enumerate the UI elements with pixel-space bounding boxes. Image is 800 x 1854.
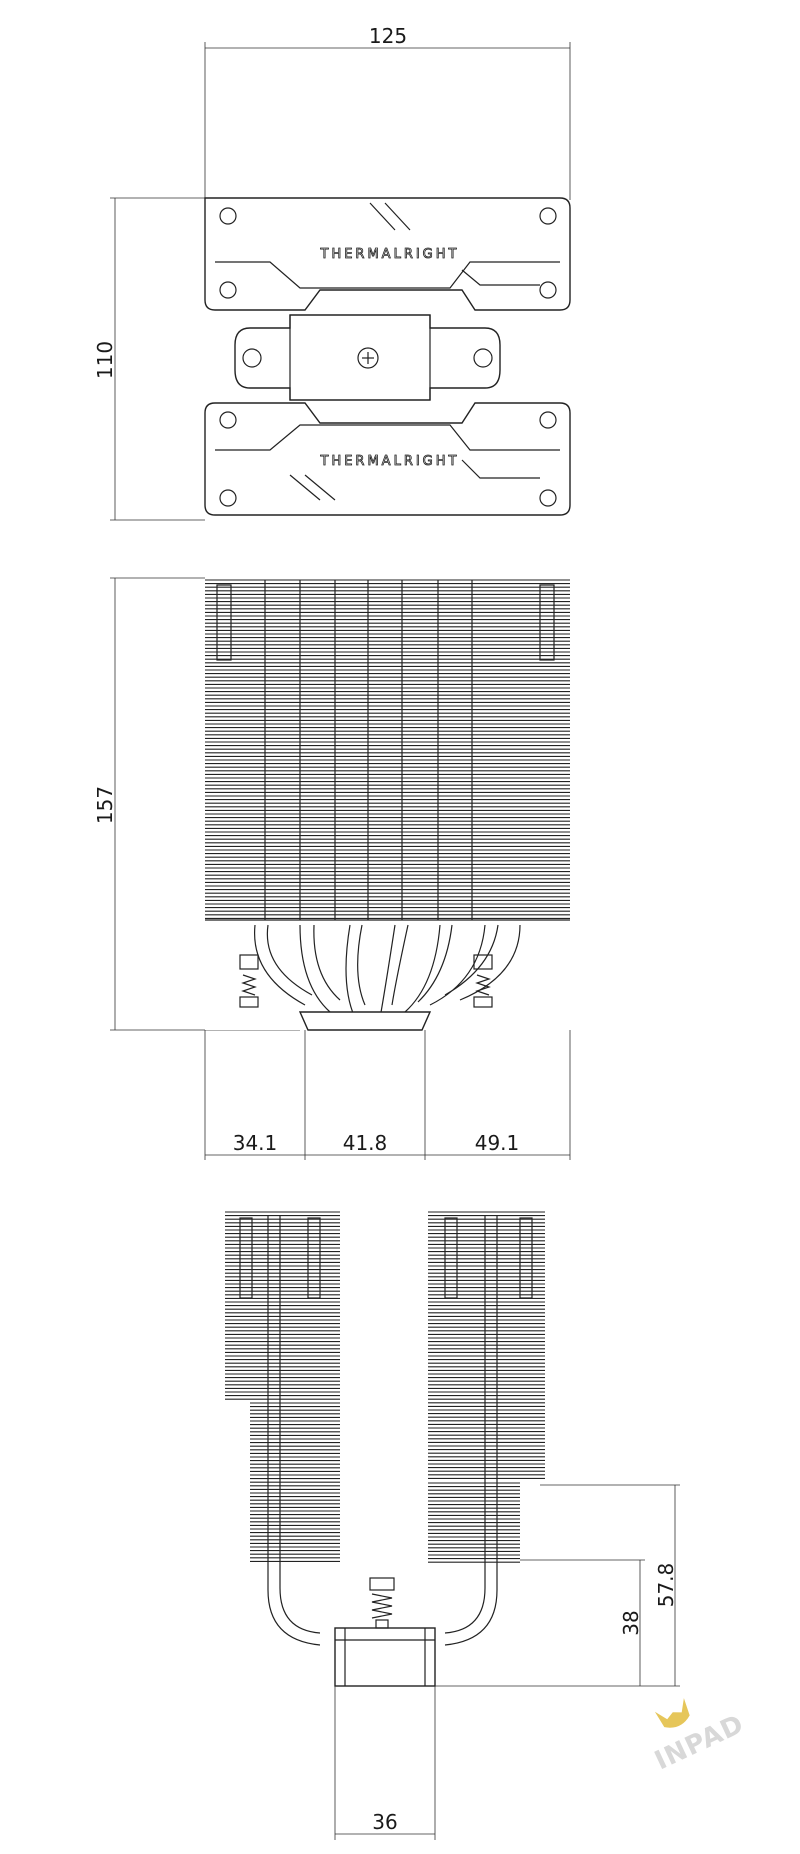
base-width-dimension: 36 [334,1686,436,1840]
front-heatpipe-bends [205,919,570,1031]
clearance-dimensions: 57.8 38 [435,1484,680,1687]
offset-right-label: 49.1 [475,1131,520,1155]
depth-dimension: 110 [93,197,205,521]
depth-dimension-label: 110 [93,341,117,379]
brand-lower-label: THERMALRIGHT [320,454,460,469]
lower-fin-plate: THERMALRIGHT [204,402,571,516]
right-pipe-bend [444,1565,498,1646]
watermark-logo: INPAD [650,1698,749,1776]
width-dimension-label: 125 [369,24,407,48]
mounting-bar [234,314,501,401]
width-dimension: 125 [204,24,571,200]
upper-fin-plate: THERMALRIGHT [204,197,571,311]
offset-left-label: 34.1 [233,1131,278,1155]
right-spring-screw [473,954,493,1008]
height-dimension-label: 157 [93,786,117,824]
base-width-label: 36 [372,1810,397,1834]
clearance-total-label: 57.8 [654,1563,678,1608]
brand-upper-label: THERMALRIGHT [320,247,460,262]
base-screw-icon [369,1577,395,1591]
side-base-block [334,1577,436,1687]
top-view: 125 110 THERMALRIGHT [93,24,571,521]
clearance-lower-label: 38 [619,1610,643,1635]
left-spring-screw [239,954,259,1008]
front-fin-stack [205,579,570,919]
side-pipes [239,1215,533,1565]
offset-dimensions: 34.1 41.8 49.1 [204,1030,571,1160]
screw-icon [357,347,379,369]
side-fin-stack-left [225,1211,340,1562]
side-fin-stack-right [428,1211,545,1563]
side-view: 57.8 38 36 [225,1211,680,1840]
owl-logo-icon [654,1698,690,1728]
left-clip [216,584,232,661]
left-pipe-bend [267,1565,321,1646]
front-view: 157 [93,577,571,1160]
offset-mid-label: 41.8 [343,1131,388,1155]
right-clip [539,584,555,661]
front-heatpipe-rods [264,580,473,925]
